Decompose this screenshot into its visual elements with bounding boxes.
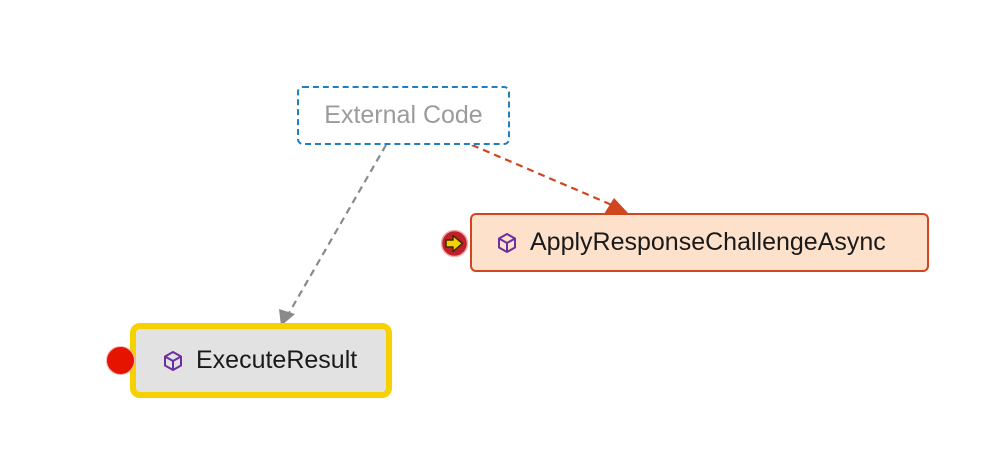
node-apply-response-challenge-async[interactable]: ApplyResponseChallengeAsync — [470, 213, 929, 272]
edge-external-to-execute — [288, 144, 387, 314]
current-statement-arrow-icon[interactable] — [440, 229, 469, 258]
node-external-code-label: External Code — [324, 101, 483, 129]
node-execute-result[interactable]: ExecuteResult — [130, 323, 392, 398]
method-cube-icon — [164, 350, 182, 371]
edge-external-to-apply — [471, 143, 613, 207]
node-external-code[interactable]: External Code — [297, 86, 510, 145]
node-execute-label: ExecuteResult — [196, 346, 358, 374]
node-apply-label: ApplyResponseChallengeAsync — [530, 228, 886, 256]
edge-external-to-apply-arrowhead — [604, 198, 628, 214]
method-cube-icon — [498, 232, 516, 253]
edge-external-to-execute-arrowhead — [279, 309, 295, 326]
breakpoint-icon[interactable] — [106, 346, 135, 375]
